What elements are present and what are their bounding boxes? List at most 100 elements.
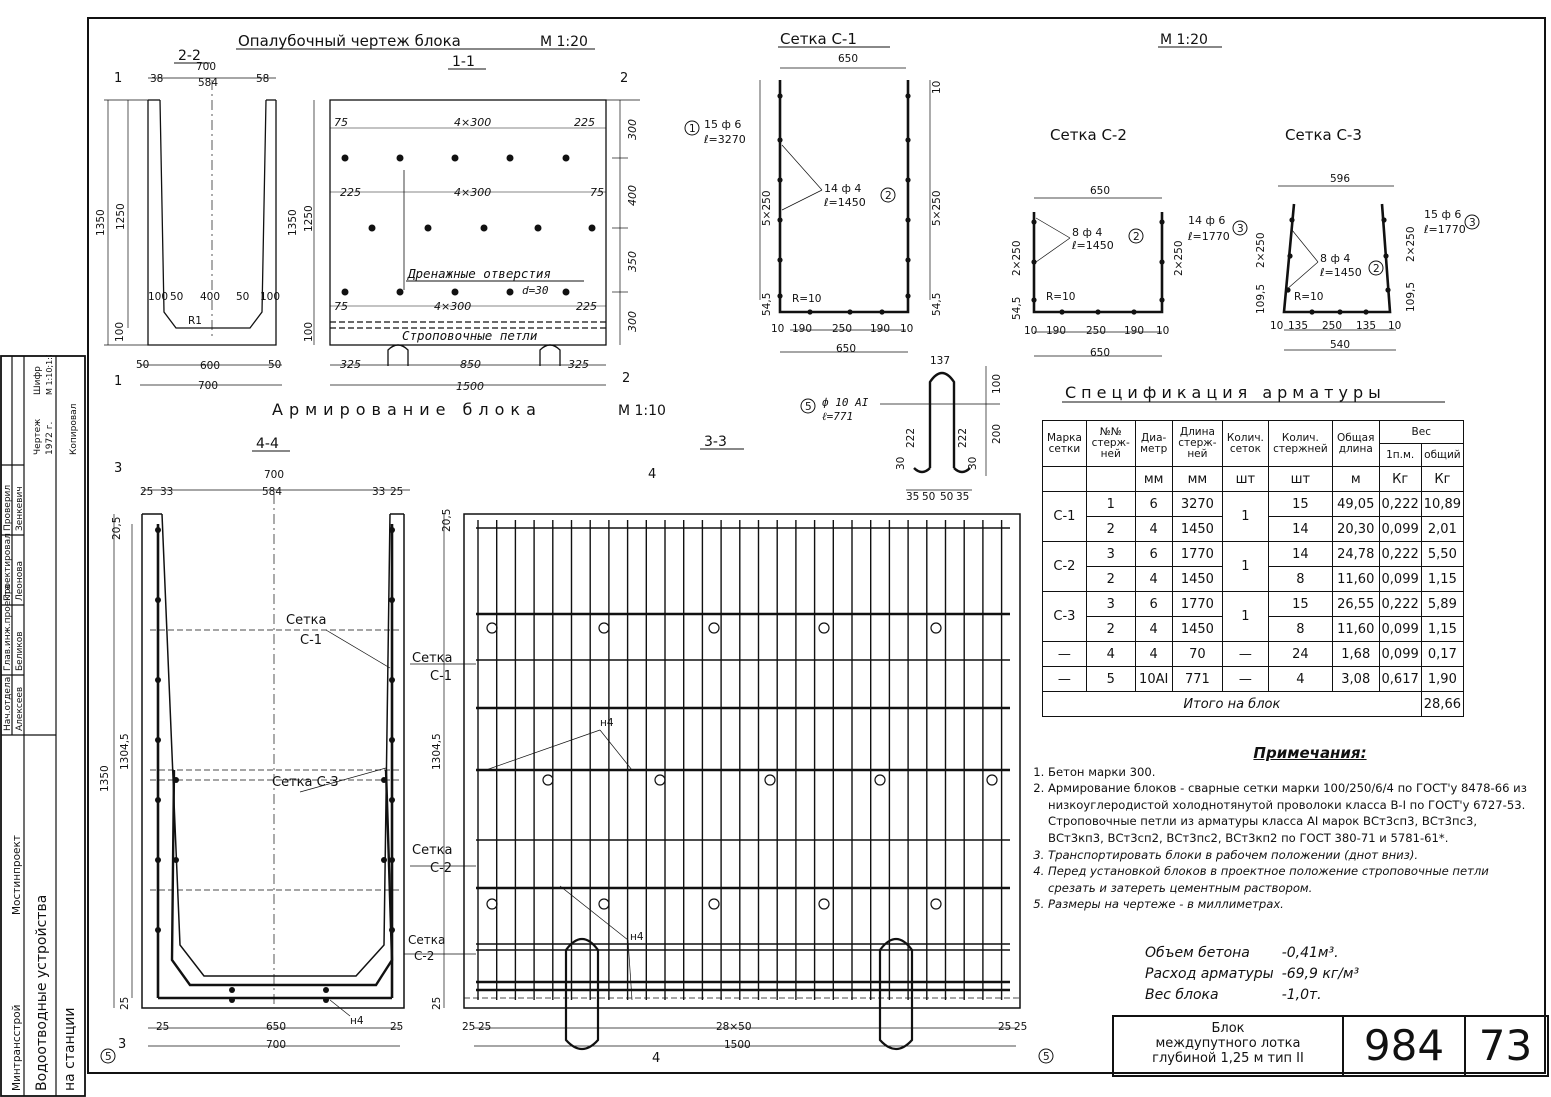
- svg-text:4: 4: [648, 467, 656, 482]
- note-item: Бетон марки 300.: [1048, 764, 1530, 781]
- svg-text:400: 400: [200, 291, 220, 303]
- svg-text:1304,5: 1304,5: [119, 733, 131, 770]
- svg-text:10: 10: [1156, 325, 1169, 337]
- svg-text:100: 100: [303, 322, 315, 342]
- svg-text:540: 540: [1330, 339, 1350, 351]
- mesh-c3-callout-44: Сетка С-3: [272, 775, 339, 790]
- svg-text:250: 250: [832, 323, 852, 335]
- mesh-c1-callout-44: Сетка: [286, 613, 326, 628]
- svg-text:200: 200: [991, 424, 1003, 444]
- svg-text:ℓ=1770: ℓ=1770: [1187, 230, 1230, 243]
- svg-text:С-2: С-2: [414, 949, 434, 963]
- svg-text:н4: н4: [630, 931, 644, 943]
- svg-text:1350: 1350: [95, 209, 107, 236]
- svg-text:225: 225: [576, 300, 597, 313]
- svg-text:1: 1: [114, 374, 122, 389]
- note-item: Транспортировать блоки в рабочем положен…: [1048, 847, 1530, 864]
- svg-text:Шифр: Шифр: [33, 366, 43, 395]
- svg-text:Глав.инж.проекта: Глав.инж.проекта: [3, 585, 13, 671]
- svg-text:3: 3: [1237, 223, 1244, 235]
- notes-title: Примечания:: [1253, 744, 1367, 762]
- svg-text:190: 190: [1046, 325, 1066, 337]
- material-summary: Объем бетона-0,41м³. Расход арматуры-69,…: [1145, 945, 1360, 1003]
- svg-text:3: 3: [1469, 217, 1476, 229]
- svg-text:10: 10: [1024, 325, 1037, 337]
- svg-text:190: 190: [870, 323, 890, 335]
- svg-text:ℓ=1450: ℓ=1450: [1071, 239, 1114, 252]
- spec-header-bars: Колич. стержней: [1267, 420, 1333, 467]
- svg-text:н4: н4: [600, 717, 614, 729]
- svg-text:Зенкевич: Зенкевич: [15, 486, 25, 531]
- svg-text:109,5: 109,5: [1405, 282, 1417, 312]
- svg-text:3: 3: [114, 461, 122, 476]
- svg-text:Проектировал: Проектировал: [3, 533, 13, 601]
- svg-text:d=30: d=30: [522, 284, 549, 297]
- svg-text:2: 2: [1133, 231, 1140, 243]
- svg-text:3: 3: [118, 1037, 126, 1052]
- section-label-3-3: 3-3: [704, 434, 727, 450]
- svg-text:700: 700: [264, 469, 284, 481]
- svg-text:20,5: 20,5: [441, 509, 453, 532]
- reinforcement-scale: М 1:10: [618, 403, 666, 419]
- svg-text:250: 250: [1322, 320, 1342, 332]
- note-item: Армирование блоков - сварные сетки марки…: [1048, 780, 1530, 846]
- mesh-c1-drawing: [759, 67, 931, 353]
- spec-header-num: №№ стерж- ней: [1085, 420, 1136, 467]
- svg-text:ℓ=771: ℓ=771: [822, 410, 853, 423]
- svg-text:325: 325: [340, 358, 361, 371]
- svg-text:4×300: 4×300: [434, 300, 471, 313]
- drawing-name: Блок междупутного лотка глубиной 1,25 м …: [1114, 1017, 1344, 1075]
- reinforcement-title: Армирование блока: [272, 400, 542, 419]
- svg-text:1972 г.: 1972 г.: [45, 422, 55, 455]
- svg-text:5: 5: [805, 401, 812, 413]
- section-label-2-2: 2-2: [178, 48, 201, 64]
- svg-text:Минтрансстрой: Минтрансстрой: [11, 1005, 23, 1091]
- formwork-scale: М 1:20: [540, 34, 588, 50]
- svg-text:Нач.отдела: Нач.отдела: [3, 677, 13, 731]
- svg-text:на станции: на станции: [62, 1008, 78, 1092]
- svg-text:8 ф 4: 8 ф 4: [1320, 252, 1350, 265]
- svg-text:109,5: 109,5: [1255, 284, 1267, 314]
- sheet-number: 73: [1478, 1021, 1533, 1070]
- section-4-4: [113, 489, 410, 1047]
- svg-text:Чертеж: Чертеж: [33, 419, 43, 455]
- svg-text:50: 50: [170, 291, 183, 303]
- spec-units-row: мм мм шт шт м Кг Кг: [1042, 466, 1465, 492]
- section-label-1-1: 1-1: [452, 54, 475, 70]
- mesh-c2-callout-33: Сетка: [412, 843, 452, 858]
- section-1-1: [313, 99, 640, 386]
- svg-text:100: 100: [991, 374, 1003, 394]
- sheet-frame: [87, 17, 1546, 1074]
- svg-text:R=10: R=10: [792, 293, 821, 305]
- svg-text:50: 50: [236, 291, 249, 303]
- svg-text:325: 325: [568, 358, 589, 371]
- svg-text:4×300: 4×300: [454, 116, 491, 129]
- section-3-3: [404, 513, 1021, 1051]
- svg-text:1: 1: [114, 71, 122, 86]
- svg-text:584: 584: [198, 77, 218, 89]
- svg-text:R1: R1: [188, 315, 202, 327]
- svg-text:54,5: 54,5: [931, 293, 943, 316]
- svg-text:Сетка: Сетка: [408, 933, 445, 947]
- svg-text:25: 25: [390, 486, 403, 498]
- svg-text:700: 700: [196, 61, 216, 73]
- svg-text:650: 650: [836, 343, 856, 355]
- spec-total-row: Итого на блок 28,66: [1042, 691, 1465, 717]
- svg-text:Копировал: Копировал: [69, 404, 79, 455]
- svg-text:10: 10: [1388, 320, 1401, 332]
- svg-text:н4: н4: [350, 1015, 364, 1027]
- svg-text:ℓ=1770: ℓ=1770: [1423, 223, 1466, 236]
- svg-text:222: 222: [905, 428, 917, 448]
- svg-text:700: 700: [198, 380, 218, 392]
- note-item: Размеры на чертеже - в миллиметрах.: [1048, 896, 1530, 913]
- svg-text:Проверил: Проверил: [3, 485, 13, 531]
- svg-text:ф 10 АI: ф 10 АI: [822, 396, 869, 409]
- svg-text:850: 850: [460, 358, 481, 371]
- svg-text:400: 400: [626, 185, 639, 206]
- svg-text:30: 30: [967, 457, 979, 470]
- svg-text:50: 50: [940, 491, 953, 503]
- svg-text:300: 300: [626, 119, 639, 140]
- svg-text:Алексеев: Алексеев: [15, 687, 25, 731]
